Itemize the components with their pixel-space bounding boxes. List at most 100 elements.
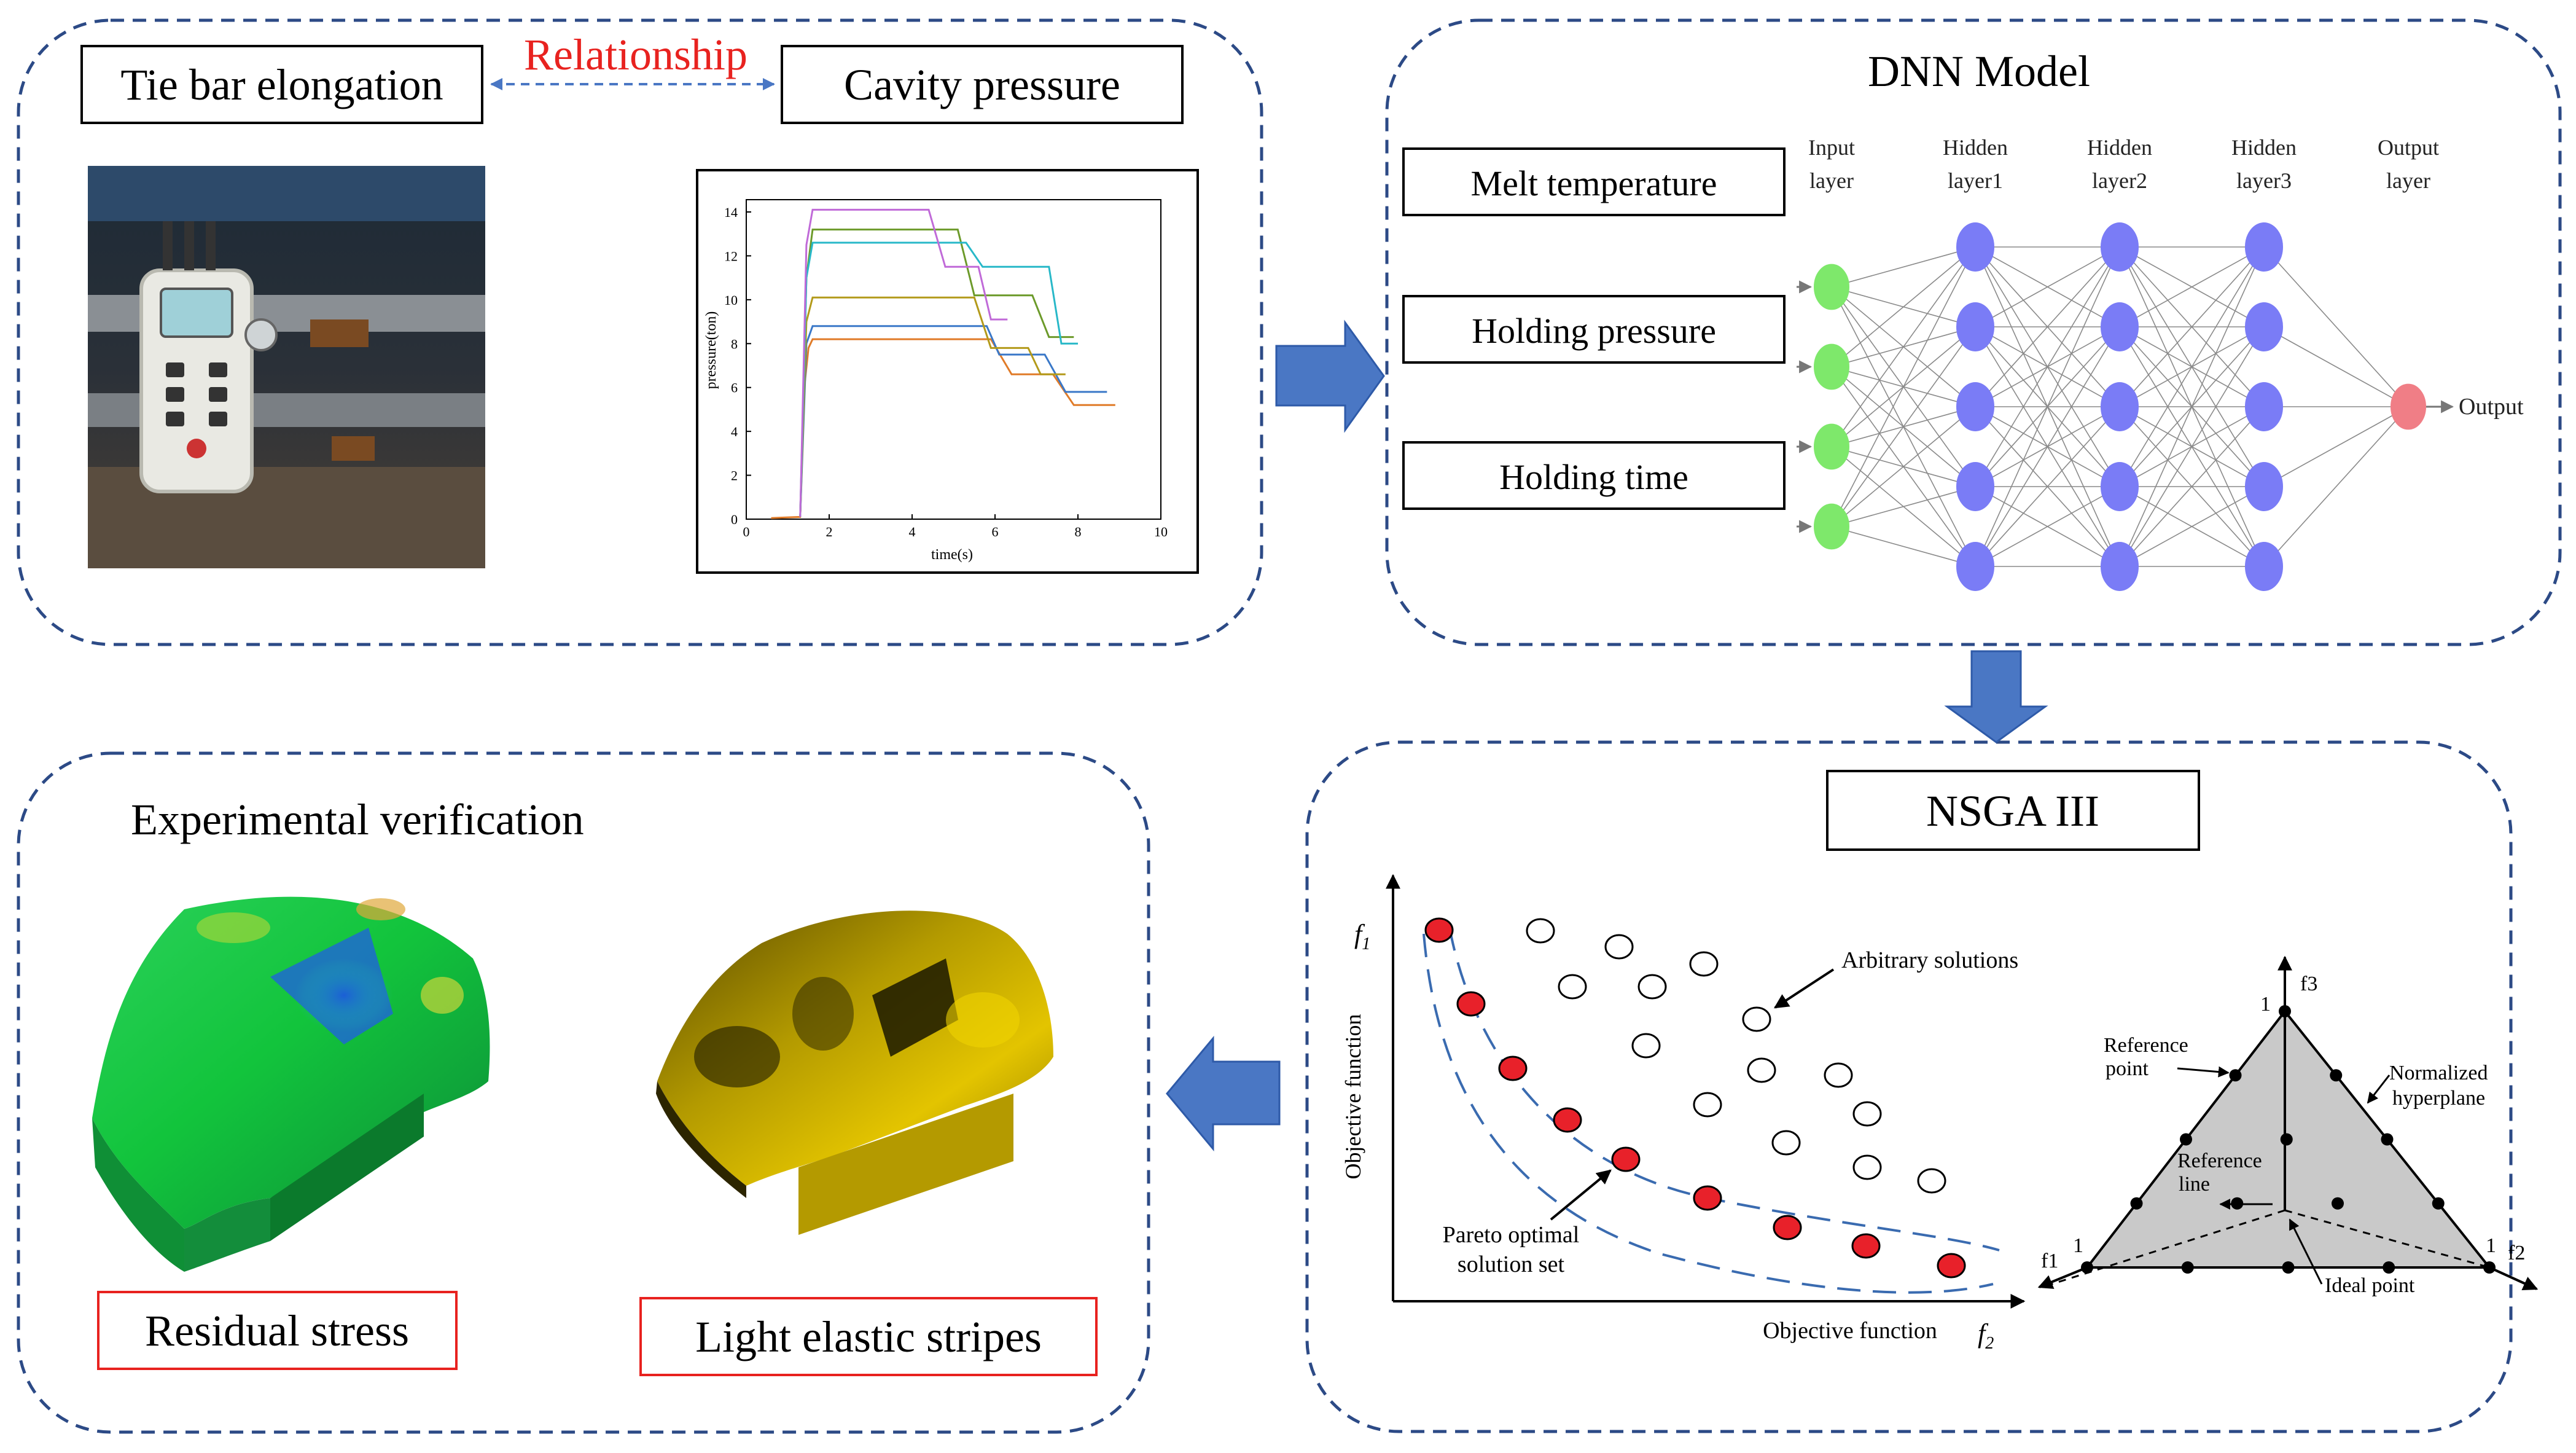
pareto-y-symbol: f1 xyxy=(1354,919,1370,954)
nn-edge xyxy=(1975,486,2120,567)
hidden-node xyxy=(2245,222,2283,272)
layer-hidden3-line2: layer3 xyxy=(2236,168,2292,193)
arbitrary-solution-point xyxy=(1852,1101,1882,1127)
hp-f1-one: 1 xyxy=(2073,1234,2083,1257)
axis-f1-tail xyxy=(2037,1266,2088,1289)
input-node xyxy=(1814,343,1849,390)
pareto-solution-point xyxy=(1693,1185,1722,1211)
reference-point xyxy=(2181,1261,2194,1274)
reference-point xyxy=(2081,1261,2093,1274)
x-tick-label: 8 xyxy=(1075,524,1082,539)
hp-f1-label: f1 xyxy=(2041,1250,2058,1272)
hidden-node xyxy=(2245,462,2283,511)
nn-edge xyxy=(1831,486,1976,527)
x-tick-label: 6 xyxy=(992,524,999,539)
cavity-pressure-box: Cavity pressure xyxy=(781,45,1184,124)
hp-f3-one: 1 xyxy=(2260,993,2271,1016)
y-tick-label: 4 xyxy=(731,424,738,439)
residual-stress-caption: Residual stress xyxy=(97,1291,458,1370)
nn-edge xyxy=(2119,246,2265,567)
hidden-node xyxy=(1956,462,1994,511)
nn-edge xyxy=(2119,246,2265,487)
nn-edge xyxy=(2119,486,2265,567)
input-node xyxy=(1814,503,1849,550)
pressure-chart-xlabel: time(s) xyxy=(931,547,973,563)
pareto-x-symbol: f2 xyxy=(1978,1318,1994,1353)
pareto-solution-point xyxy=(1851,1233,1881,1259)
y-tick-label: 6 xyxy=(731,380,738,396)
nn-edge xyxy=(1831,246,1976,367)
reference-point xyxy=(2279,1005,2291,1017)
pressure-curve xyxy=(799,208,1008,517)
reference-line-label-1: Reference xyxy=(2177,1149,2262,1172)
pareto-optimal-pointer xyxy=(1550,1169,1612,1221)
residual-stress-label: Residual stress xyxy=(145,1306,409,1355)
pressure-curve xyxy=(799,296,1066,517)
nsga-title: NSGA III xyxy=(1926,786,2099,836)
dnn-title: DNN Model xyxy=(1868,47,2090,96)
holding-pressure-label: Holding pressure xyxy=(1472,311,1716,351)
light-elastic-caption: Light elastic stripes xyxy=(639,1297,1098,1376)
flow-arrow-down xyxy=(1944,650,2048,743)
nn-edge xyxy=(1831,326,1976,527)
arbitrary-solution-point xyxy=(1693,1092,1722,1118)
arbitrary-solution-point xyxy=(1558,974,1587,1000)
nn-edge xyxy=(1975,246,2120,327)
nn-edge xyxy=(1831,526,1976,567)
panel-bottom-right xyxy=(1305,740,2513,1433)
flow-arrow-left xyxy=(1166,1035,1281,1152)
nn-edge xyxy=(1831,246,1976,447)
reference-point xyxy=(2231,1197,2244,1210)
normalized-label-2: hyperplane xyxy=(2392,1087,2485,1110)
ideal-point-pointer xyxy=(2289,1218,2323,1285)
tie-bar-box: Tie bar elongation xyxy=(80,45,483,124)
holding-time-box xyxy=(1402,441,1786,510)
pressure-curve xyxy=(799,325,1107,517)
pareto-solution-point xyxy=(1553,1107,1582,1133)
nn-edge xyxy=(1975,406,2120,567)
arbitrary-solution-point xyxy=(1742,1006,1771,1032)
pareto-solution-point xyxy=(1773,1215,1802,1240)
layer-hidden2-line1: Hidden xyxy=(2087,135,2152,160)
nn-edge xyxy=(2119,326,2265,567)
x-tick-label: 10 xyxy=(1154,524,1168,539)
reference-point-label-2: point xyxy=(2106,1057,2149,1080)
pareto-band-upper xyxy=(1448,927,2000,1251)
experimental-title: Experimental verification xyxy=(131,795,584,844)
arbitrary-solution-point xyxy=(1852,1154,1882,1180)
arbitrary-solution-point xyxy=(1604,934,1634,960)
hidden-node xyxy=(2101,222,2139,272)
layer-hidden1-line2: layer1 xyxy=(1948,168,2003,193)
hidden-node xyxy=(2101,382,2139,431)
hidden-node xyxy=(2101,462,2139,511)
arbitrary-solution-point xyxy=(1917,1168,1946,1194)
pareto-solution-point xyxy=(1937,1253,1966,1279)
melt-temperature-label: Melt temperature xyxy=(1471,163,1717,203)
layer-hidden3-line1: Hidden xyxy=(2231,135,2297,160)
arbitrary-solution-point xyxy=(1689,951,1719,977)
normalized-pointer xyxy=(2367,1075,2391,1104)
pareto-ylabel: Objective function xyxy=(1341,1014,1365,1180)
reference-point-pointer xyxy=(2177,1066,2230,1078)
hp-f2-one: 1 xyxy=(2486,1234,2496,1257)
nn-edge xyxy=(1975,326,2120,567)
tie-bar-label: Tie bar elongation xyxy=(120,60,443,109)
dnn-nodes xyxy=(1814,222,2426,591)
arbitrary-solutions-label: Arbitrary solutions xyxy=(1841,947,2018,973)
hidden-node xyxy=(2101,302,2139,351)
layer-hidden1-line1: Hidden xyxy=(1943,135,2008,160)
arbitrary-solution-point xyxy=(1637,974,1667,1000)
pareto-band-lower xyxy=(1423,933,1994,1294)
reference-point xyxy=(2229,1069,2242,1082)
x-tick-label: 2 xyxy=(826,524,833,539)
x-tick-label: 0 xyxy=(743,524,750,539)
reference-line-label-2: line xyxy=(2179,1173,2210,1196)
hidden-node xyxy=(2245,302,2283,351)
output-node xyxy=(2391,383,2426,430)
pareto-solution-point xyxy=(1498,1055,1528,1081)
output-label: Output xyxy=(2459,394,2524,420)
pressure-chart-frame xyxy=(746,199,1161,520)
reference-point xyxy=(2383,1261,2395,1274)
nn-edge xyxy=(1831,246,1976,288)
